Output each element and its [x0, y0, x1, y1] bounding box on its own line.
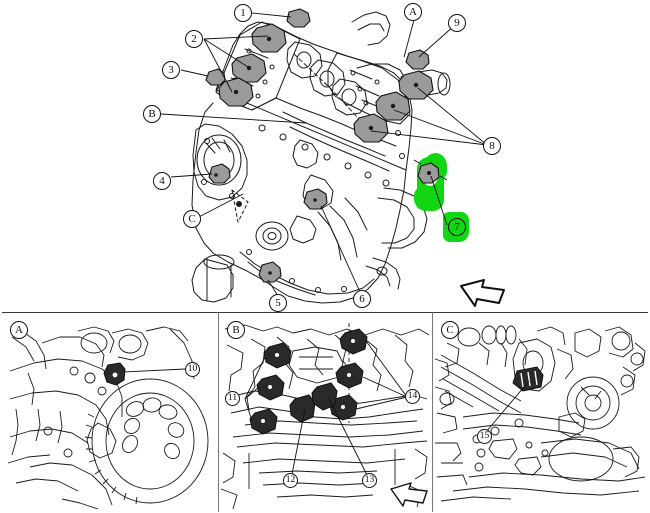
callout-5[interactable]: 5 [269, 294, 287, 312]
callout-7-label: 7 [454, 221, 460, 233]
panel-b-callout-12[interactable]: 12 [283, 473, 298, 488]
panel-a-callout-10[interactable]: 10 [185, 362, 200, 377]
callout-9-label: 9 [454, 17, 460, 29]
callout-9[interactable]: 9 [448, 14, 466, 32]
callout-view-b[interactable]: B [143, 105, 161, 123]
panel-b-callout-14[interactable]: 14 [405, 389, 420, 404]
panel-a-letter-label: A [15, 324, 23, 336]
panel-b-callout-11-label: 11 [227, 393, 238, 403]
callout-3[interactable]: 3 [162, 61, 180, 79]
callout-view-c-label: C [188, 213, 196, 225]
panel-b-callout-13[interactable]: 13 [362, 473, 377, 488]
panel-a-art [7, 326, 209, 510]
callout-8[interactable]: 8 [483, 137, 501, 155]
detail-panel-b: B 11 12 13 14 [218, 312, 432, 512]
callout-view-b-label: B [148, 108, 156, 120]
panel-b-letter: B [227, 321, 245, 339]
vehicle-front-arrow [460, 279, 505, 307]
callout-1[interactable]: 1 [234, 4, 252, 22]
panel-a-callout-10-label: 10 [187, 364, 198, 374]
callout-view-a[interactable]: A [404, 3, 422, 21]
callout-view-c[interactable]: C [183, 210, 201, 228]
callout-6[interactable]: 6 [353, 290, 371, 308]
panel-a-letter: A [10, 321, 28, 339]
callout-2-label: 2 [191, 33, 197, 45]
callout-8-label: 8 [489, 140, 495, 152]
panel-c-letter-label: C [446, 324, 454, 336]
callout-5-label: 5 [275, 297, 281, 309]
highlight-blob-lower [414, 186, 438, 211]
engine-line-art [191, 8, 451, 304]
main-engine-view: 1 2 3 4 5 6 7 8 9 A B C [143, 3, 505, 312]
highlighted-component-art [413, 159, 448, 184]
callout-view-a-label: A [409, 6, 417, 18]
panel-b-letter-label: B [232, 324, 240, 336]
panel-c-callout-15[interactable]: 15 [477, 429, 492, 444]
panel-c-art [434, 325, 646, 502]
panel-b-art [220, 323, 430, 510]
callout-3-label: 3 [168, 64, 174, 76]
callout-2[interactable]: 2 [185, 30, 203, 48]
detail-panels: A 10 [0, 312, 650, 512]
callout-4-label: 4 [159, 175, 165, 187]
callout-7[interactable]: 7 [448, 218, 466, 236]
main-leader-lines [160, 12, 488, 297]
panel-c-letter: C [441, 321, 459, 339]
detail-panel-a: A 10 [2, 312, 218, 512]
callout-1-label: 1 [240, 7, 246, 19]
panel-b-callout-11[interactable]: 11 [225, 391, 240, 406]
callout-6-label: 6 [359, 293, 365, 305]
panel-b-callout-14-label: 14 [407, 391, 418, 401]
detail-panel-c: C 15 [432, 312, 648, 512]
panel-b-callout-13-label: 13 [364, 475, 375, 485]
callout-4[interactable]: 4 [153, 172, 171, 190]
panel-b-callout-12-label: 12 [285, 475, 296, 485]
panel-c-callout-15-label: 15 [479, 431, 490, 441]
